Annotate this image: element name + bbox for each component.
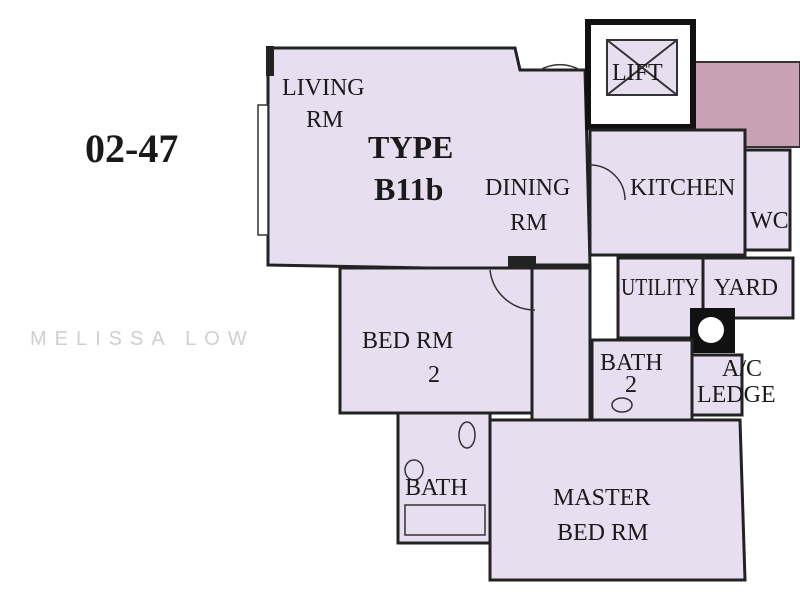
door-swing bbox=[589, 164, 626, 201]
watermark: MELISSA LOW bbox=[30, 328, 255, 350]
wc bbox=[743, 148, 792, 252]
window bbox=[257, 104, 269, 236]
door-swing bbox=[539, 63, 581, 71]
master-label-2: BED RM bbox=[557, 520, 648, 546]
unit-type-line1: TYPE bbox=[368, 129, 453, 165]
basin-fixture bbox=[611, 397, 633, 413]
door-swing bbox=[489, 269, 536, 311]
wc-label: WC bbox=[750, 208, 789, 234]
dining-label-2: RM bbox=[510, 210, 547, 236]
kitchen bbox=[588, 128, 747, 257]
ac-label: A/C bbox=[722, 356, 762, 382]
bath-label: BATH bbox=[405, 475, 468, 501]
bathtub-fixture bbox=[404, 504, 486, 536]
unit-type-line2: B11b bbox=[374, 171, 443, 207]
lift-label: LIFT bbox=[612, 60, 663, 86]
bed2-label: BED RM bbox=[362, 328, 453, 354]
living-label: LIVING bbox=[282, 75, 365, 101]
utility-room bbox=[616, 256, 705, 340]
lift-cross bbox=[606, 39, 678, 96]
yard-label: YARD bbox=[714, 275, 778, 301]
bedroom-2 bbox=[338, 266, 534, 415]
master-bedroom bbox=[488, 418, 747, 582]
living-label-2: RM bbox=[306, 107, 343, 133]
dining-label: DINING bbox=[485, 175, 570, 201]
ledge-label: LEDGE bbox=[697, 382, 776, 408]
kitchen-label: KITCHEN bbox=[630, 175, 735, 201]
unit-number: 02-47 bbox=[85, 126, 178, 171]
master-label: MASTER bbox=[553, 485, 650, 511]
basin-fixture bbox=[404, 459, 424, 481]
bath2-label: BATH bbox=[600, 350, 663, 376]
bath2-label-2: 2 bbox=[625, 372, 637, 398]
bed2-label-2: 2 bbox=[428, 362, 440, 388]
column bbox=[508, 256, 536, 268]
ac-ledge bbox=[690, 353, 744, 417]
toilet-fixture bbox=[458, 421, 476, 449]
refuse-chute-opening bbox=[698, 317, 724, 343]
column bbox=[266, 46, 274, 76]
utility-label: UTILITY bbox=[621, 275, 699, 301]
